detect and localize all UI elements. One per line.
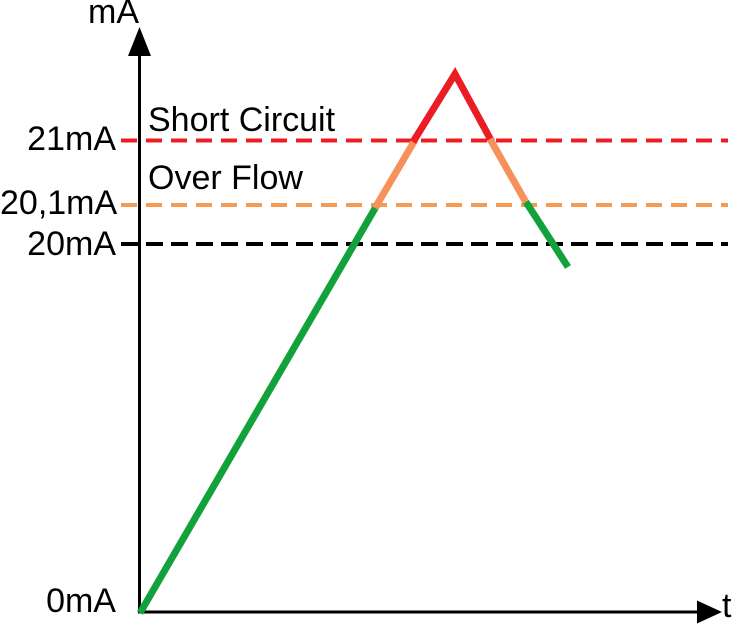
over-flow-label: Over Flow: [148, 159, 303, 197]
tick-label-20-1ma: 20,1mA: [0, 184, 118, 222]
short-circuit-label: Short Circuit: [148, 101, 336, 139]
x-axis-label: t: [722, 587, 732, 625]
curve-rise-green-segment: [136, 203, 381, 615]
origin-label: 0mA: [46, 582, 116, 620]
curve-rise-orange-segment: [371, 138, 419, 210]
y-axis-label: mA: [88, 0, 139, 31]
y-axis-arrowhead: [128, 27, 151, 56]
x-axis-arrowhead: [697, 600, 722, 624]
curve-peak-red-segment: [410, 67, 496, 144]
tick-label-20ma: 20mA: [27, 225, 116, 263]
tick-label-21ma: 21mA: [27, 120, 116, 158]
curve-fall-green-segment: [523, 200, 571, 269]
curve-fall-orange-segment: [486, 137, 532, 208]
